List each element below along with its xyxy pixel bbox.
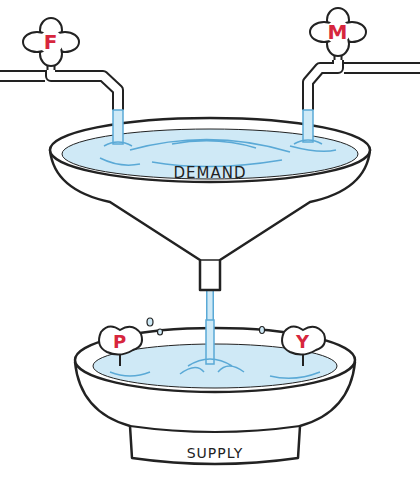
basin-pedestal-line [130, 426, 300, 432]
connector-outline [51, 70, 118, 110]
wall-pipe [0, 70, 45, 82]
connector-inner [308, 60, 338, 110]
water-splash [180, 359, 244, 374]
tap-knob: Y [278, 322, 328, 366]
water-ripple [104, 140, 322, 146]
pipe-connector [308, 60, 338, 110]
knob-letter: Y [288, 330, 318, 354]
knob-letter: P [105, 330, 135, 354]
handle-letter: M [318, 18, 358, 46]
funnel-spout-edge [200, 259, 220, 261]
water-drop [158, 329, 163, 335]
faucet-handle: M [305, 8, 371, 60]
connector-inner [208, 290, 213, 320]
faucet-handle: F [18, 18, 84, 70]
wall-pipe-inner [0, 72, 45, 80]
water-stream [113, 110, 123, 144]
funnel-rim [50, 118, 370, 182]
water-stream-connector [210, 290, 211, 320]
wall-pipe-inner [344, 64, 420, 72]
knob-body [99, 326, 142, 354]
supply-basin: SUPPLY P Y [70, 320, 360, 470]
connector-inner [51, 70, 118, 110]
water-stream [206, 320, 214, 364]
water-drop [260, 327, 265, 334]
water-drop [147, 318, 153, 326]
pipe-connector [51, 70, 118, 110]
tap-knob: P [95, 322, 145, 366]
funnel-label: DEMAND [140, 163, 280, 183]
demand-funnel: DEMAND [40, 110, 380, 290]
basin-label: SUPPLY [155, 443, 275, 463]
water-wave [110, 372, 320, 378]
water-swirl [100, 139, 336, 166]
water-stream [303, 110, 313, 142]
handle-letter: F [31, 28, 71, 56]
node-outline [40, 110, 380, 290]
connector-outline [308, 60, 338, 110]
wall-pipe [344, 62, 420, 74]
connector-outline [206, 290, 214, 320]
knob-body [282, 326, 325, 354]
